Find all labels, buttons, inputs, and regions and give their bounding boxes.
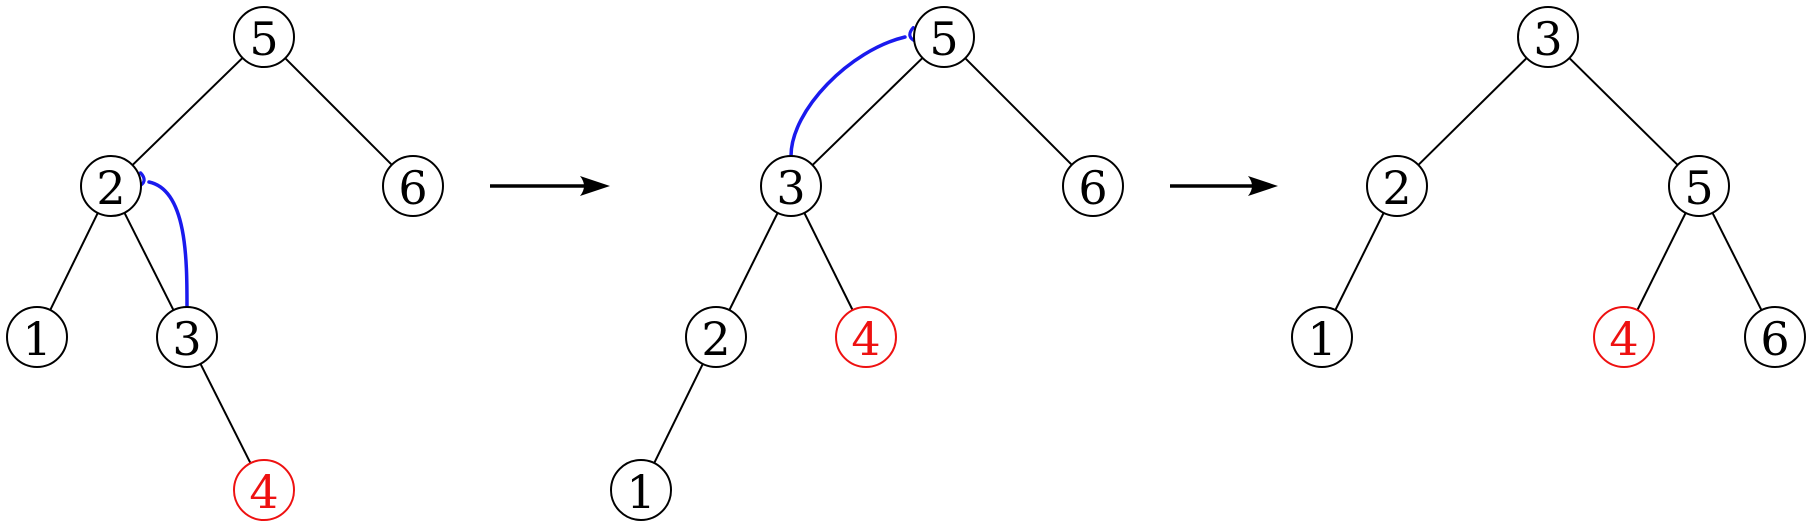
tree-edge (964, 57, 1073, 166)
tree-node: 5 (1668, 155, 1730, 217)
tree-edge (49, 212, 99, 311)
tree-edge (803, 212, 854, 311)
node-circle (156, 306, 218, 368)
node-circle (685, 306, 747, 368)
tree-edge (199, 363, 252, 464)
node-label: 4 (851, 312, 880, 366)
node-circle (1668, 155, 1730, 217)
tree-node: 3 (760, 155, 822, 217)
node-label: 2 (701, 312, 730, 366)
node-circle (610, 459, 672, 521)
node-label: 6 (1760, 312, 1789, 366)
node-circle (1517, 6, 1579, 68)
tree-node: 3 (1517, 6, 1579, 68)
tree-node: 1 (610, 459, 672, 521)
node-label: 4 (249, 465, 278, 519)
node-label: 2 (96, 161, 125, 215)
tree-node: 4 (233, 459, 295, 521)
node-label: 1 (22, 312, 51, 366)
node-circle (760, 155, 822, 217)
tree-edge (123, 212, 175, 311)
rotation-arrow (789, 37, 905, 158)
node-label: 2 (1382, 161, 1411, 215)
tree-1: 5 2 6 1 3 4 (6, 6, 444, 521)
tree-node: 2 (685, 306, 747, 368)
node-circle (1593, 306, 1655, 368)
node-label: 5 (249, 12, 278, 66)
step-arrows-layer (490, 176, 1278, 196)
tree-node: 2 (80, 155, 142, 217)
tree-3: 3 2 5 1 4 6 (1291, 6, 1806, 368)
tree-node: 1 (6, 306, 68, 368)
tree-node: 6 (382, 155, 444, 217)
node-label: 5 (1684, 161, 1713, 215)
node-label: 1 (626, 465, 655, 519)
tree-2: 5 3 6 2 4 1 (610, 6, 1124, 521)
tree-node: 4 (835, 306, 897, 368)
node-label: 3 (776, 161, 805, 215)
node-circle (835, 306, 897, 368)
tree-node: 6 (1744, 306, 1806, 368)
tree-node: 4 (1593, 306, 1655, 368)
node-circle (1291, 306, 1353, 368)
step-arrow (490, 176, 610, 196)
node-circle (80, 155, 142, 217)
tree-edge (811, 57, 924, 166)
tree-node: 2 (1366, 155, 1428, 217)
tree-edge (728, 212, 779, 311)
tree-edge (131, 57, 244, 166)
rotation-arrows-layer (149, 37, 905, 309)
tree-edge (284, 57, 393, 166)
nodes-layer: 5 2 6 1 3 4 5 3 6 2 4 1 3 2 5 1 4 6 (6, 6, 1806, 521)
node-circle (382, 155, 444, 217)
node-circle (233, 6, 295, 68)
step-arrow (1170, 176, 1278, 196)
tree-edge (1568, 57, 1679, 166)
tree-edge (1711, 212, 1763, 311)
node-label: 4 (1609, 312, 1638, 366)
node-label: 5 (929, 12, 958, 66)
node-label: 6 (1078, 161, 1107, 215)
tree-node: 5 (913, 6, 975, 68)
node-label: 6 (398, 161, 427, 215)
tree-node: 3 (156, 306, 218, 368)
tree-edge (1417, 57, 1528, 166)
rotation-arrow (149, 182, 189, 309)
node-circle (6, 306, 68, 368)
node-circle (1366, 155, 1428, 217)
node-circle (1062, 155, 1124, 217)
tree-edge (1334, 212, 1385, 311)
node-label: 3 (1533, 12, 1562, 66)
tree-node: 6 (1062, 155, 1124, 217)
tree-node: 5 (233, 6, 295, 68)
node-circle (1744, 306, 1806, 368)
tree-edge (653, 363, 704, 464)
tree-node: 1 (1291, 306, 1353, 368)
node-circle (233, 459, 295, 521)
node-label: 1 (1307, 312, 1336, 366)
edges-layer (49, 57, 1763, 464)
tree-edge (1636, 212, 1687, 311)
node-label: 3 (172, 312, 201, 366)
node-circle (913, 6, 975, 68)
